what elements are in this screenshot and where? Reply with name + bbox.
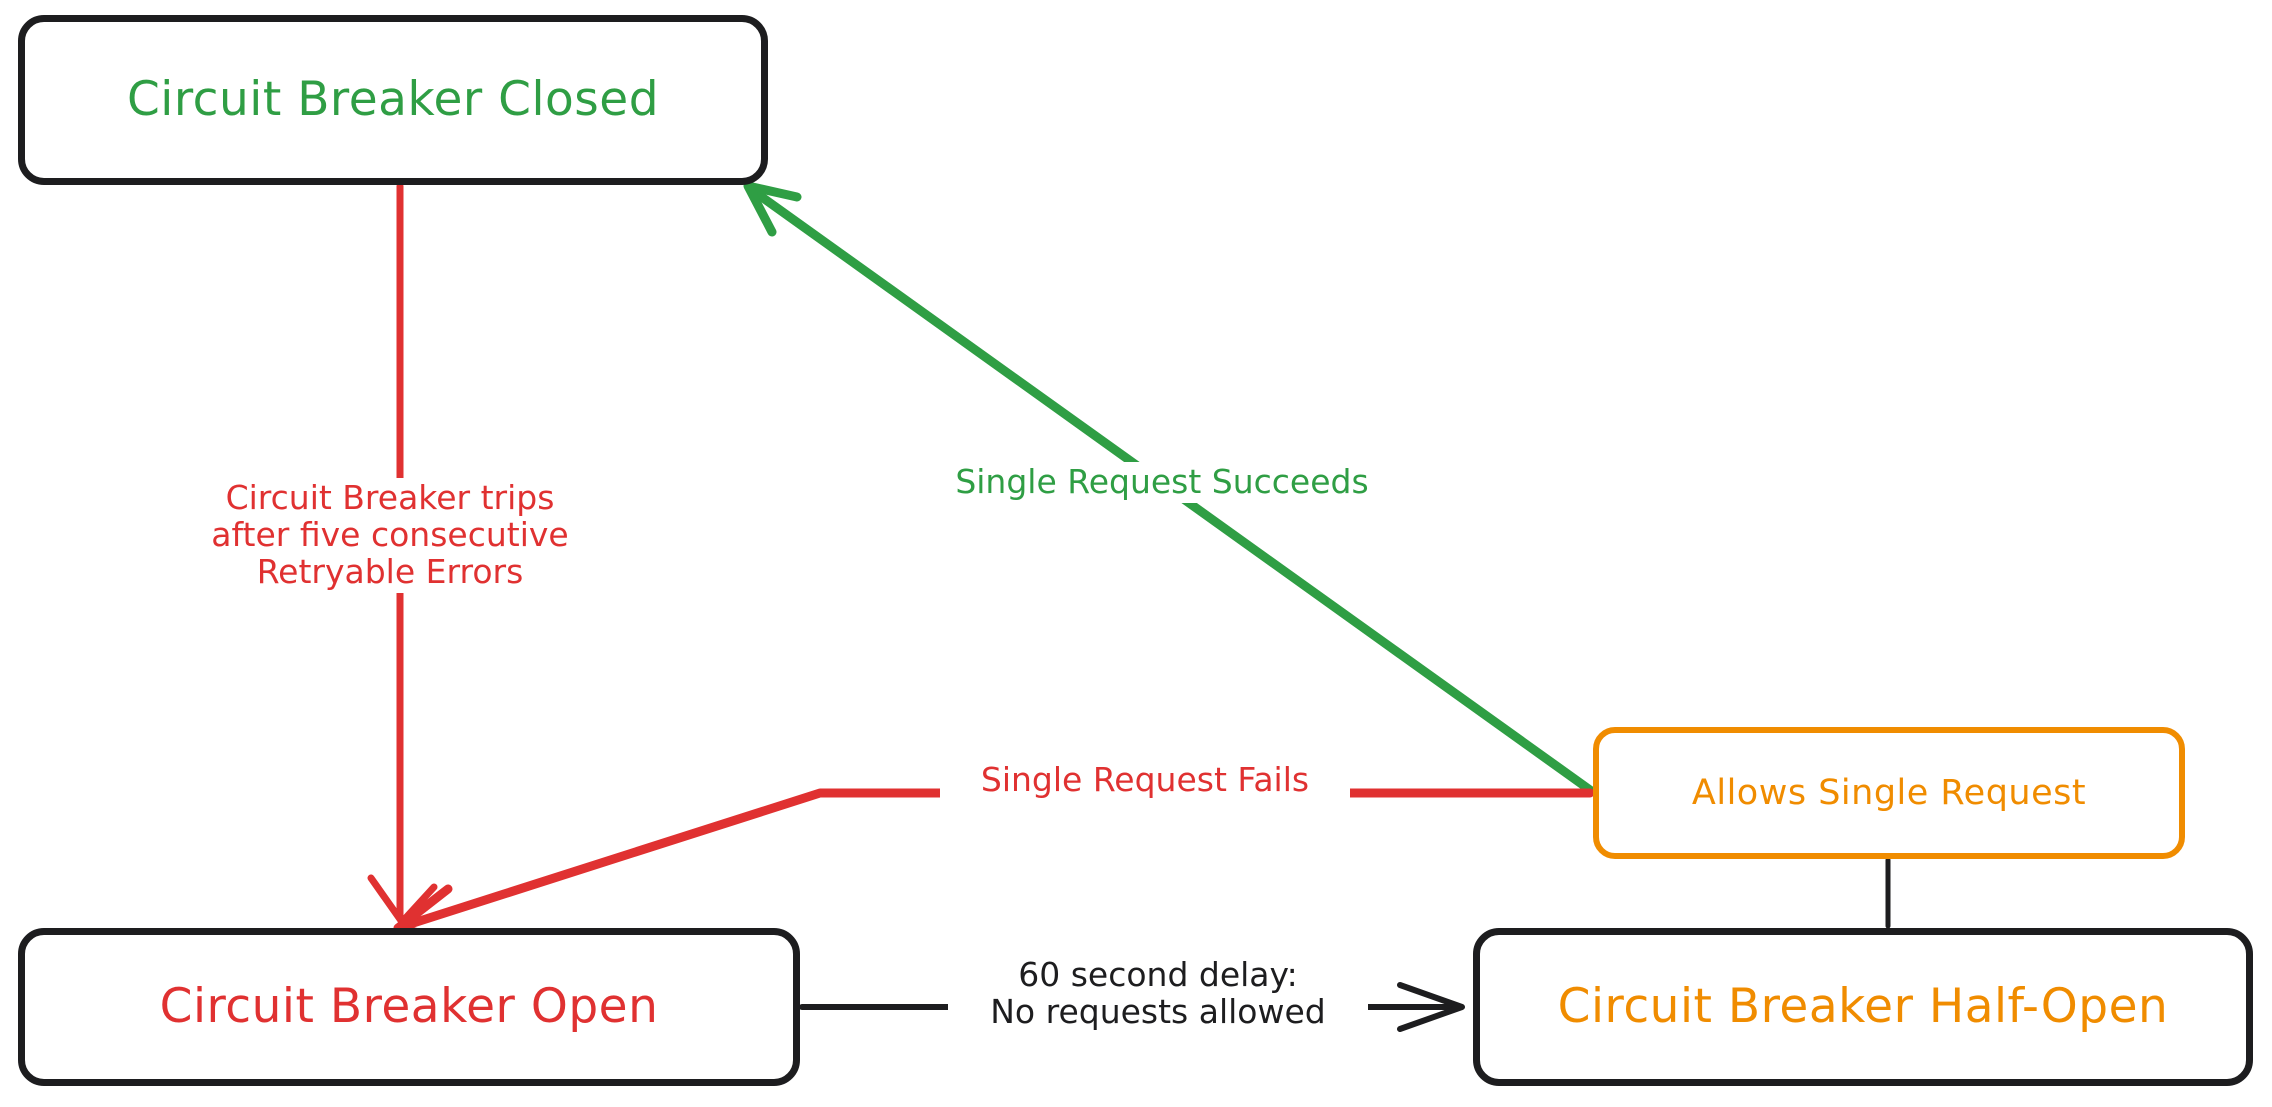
edge-label-allows-to-open: Single Request Fails [940,760,1350,801]
edge-label-line: Retryable Errors [256,551,524,591]
node-label-allows: Allows Single Request [1691,772,2087,813]
node-label-halfopen: Circuit Breaker Half-Open [1557,979,2169,1035]
node-allows-single-request[interactable]: Allows Single Request [1593,727,2185,859]
node-label-open: Circuit Breaker Open [159,979,659,1035]
edge-label-line: 60 second delay: [1018,955,1298,994]
node-circuit-breaker-closed[interactable]: Circuit Breaker Closed [18,15,768,185]
edge-allows-to-open [393,788,1595,946]
edge-label-closed-to-open: Circuit Breaker trips after five consecu… [180,478,600,593]
node-circuit-breaker-open[interactable]: Circuit Breaker Open [18,928,800,1086]
edge-label-line: Single Request Succeeds [955,462,1369,501]
node-label-closed: Circuit Breaker Closed [126,72,660,128]
node-circuit-breaker-half-open[interactable]: Circuit Breaker Half-Open [1473,928,2253,1086]
edge-label-allows-to-closed: Single Request Succeeds [912,462,1412,503]
edge-label-line: No requests allowed [990,991,1326,1031]
edge-label-open-to-halfopen: 60 second delay: No requests allowed [948,955,1368,1033]
edge-label-line: Circuit Breaker trips [225,478,555,517]
edge-label-line: after five consecutive [211,514,569,554]
edge-label-line: Single Request Fails [980,760,1310,799]
